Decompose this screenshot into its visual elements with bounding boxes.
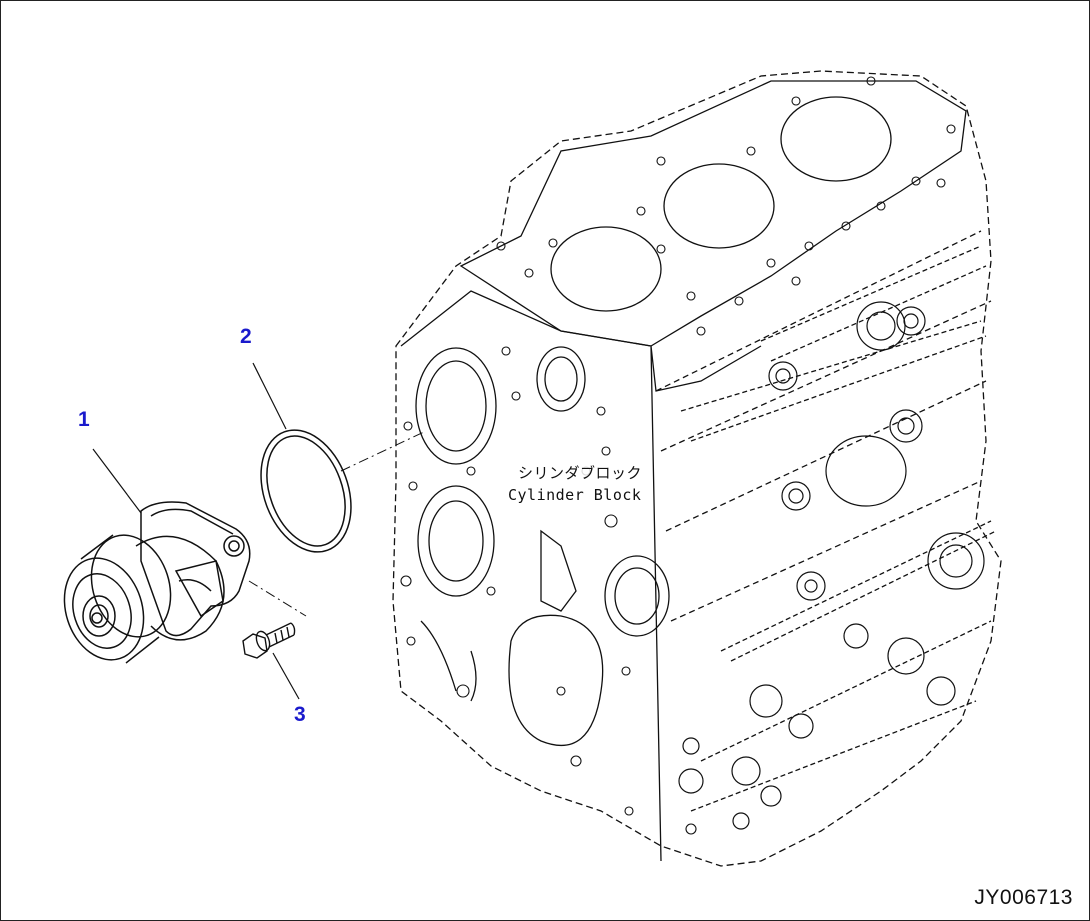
callout-1: 1 — [78, 408, 90, 431]
cylinder-block — [392, 70, 1002, 867]
bolt-shank — [265, 622, 296, 648]
front-bore-center — [604, 555, 670, 637]
cylinder-block-label-en: Cylinder Block — [506, 485, 644, 505]
assembly-lines — [248, 430, 427, 617]
bolt-head — [242, 633, 268, 659]
flange-bolt-hole — [223, 535, 245, 557]
water-pump — [63, 501, 251, 664]
block-top-deck — [459, 80, 967, 347]
water-inlet-opening — [415, 347, 497, 465]
side-ribs — [680, 245, 997, 812]
front-face-bolt-holes — [400, 346, 697, 835]
leader-3 — [272, 652, 300, 700]
pump-pulley-front — [63, 557, 145, 661]
side-face-features — [678, 301, 985, 830]
cylinder-bore-2 — [663, 163, 775, 249]
front-bore-upper — [536, 346, 586, 412]
block-outline — [392, 70, 1002, 867]
leader-lines — [92, 362, 300, 700]
o-ring — [260, 429, 352, 553]
callout-3: 3 — [294, 703, 306, 726]
drawing-code: JY006713 — [974, 886, 1073, 909]
pump-shaft — [91, 612, 103, 624]
leader-2 — [252, 362, 287, 430]
cylinder-bore-1 — [550, 226, 662, 312]
leader-1 — [92, 448, 142, 514]
cylinder-block-label-jp: シリンダブロック — [516, 463, 645, 483]
block-side-line — [655, 230, 992, 622]
cylinder-bore-3 — [780, 96, 892, 182]
bolt — [242, 622, 296, 659]
front-lower-cavity — [508, 614, 604, 746]
deck-holes — [496, 76, 956, 336]
pump-pulley-rear — [90, 534, 172, 638]
pump-hub — [82, 595, 116, 637]
pump-flange — [140, 501, 251, 637]
block-front-face — [400, 290, 762, 862]
callout-2: 2 — [240, 325, 252, 348]
front-bore-left — [417, 485, 495, 597]
pump-housing — [135, 535, 225, 641]
